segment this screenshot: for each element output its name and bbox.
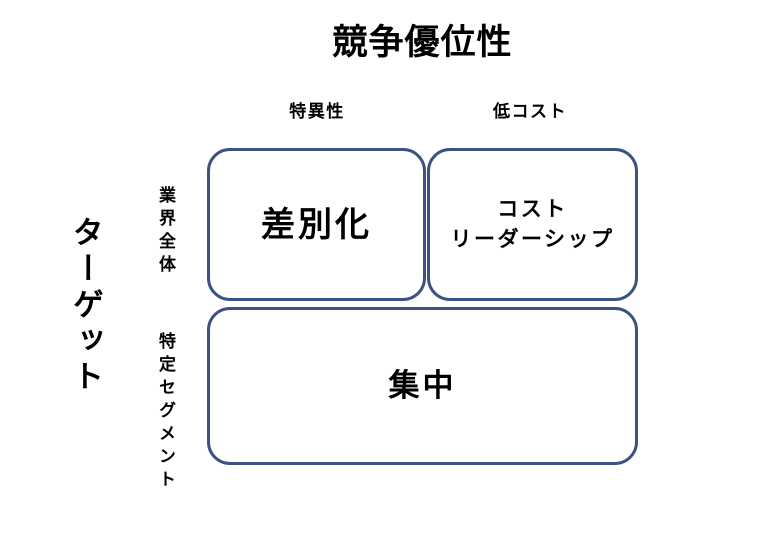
row-header-whole-industry: 業界全体 <box>156 186 175 278</box>
matrix-cell-cost-leadership-label: コスト リーダーシップ <box>450 195 614 255</box>
vertical-axis-title-target: ターゲット <box>68 216 103 396</box>
matrix-cell-differentiation-label: 差別化 <box>261 205 372 244</box>
matrix-cell-cost-leadership[interactable]: コスト リーダーシップ <box>427 148 638 301</box>
matrix-cell-focus-label: 集中 <box>388 368 457 403</box>
matrix-cell-differentiation[interactable]: 差別化 <box>207 148 426 301</box>
matrix-cell-focus[interactable]: 集中 <box>207 307 638 465</box>
matrix-cell-cost-leadership-line1: コスト <box>497 197 568 221</box>
diagram-title: 競争優位性 <box>332 23 513 62</box>
column-header-low-cost: 低コスト <box>493 102 567 121</box>
column-header-uniqueness: 特異性 <box>289 102 345 121</box>
matrix-cell-cost-leadership-line2: リーダーシップ <box>450 227 615 251</box>
row-header-specific-segment: 特定セグメント <box>156 331 175 493</box>
